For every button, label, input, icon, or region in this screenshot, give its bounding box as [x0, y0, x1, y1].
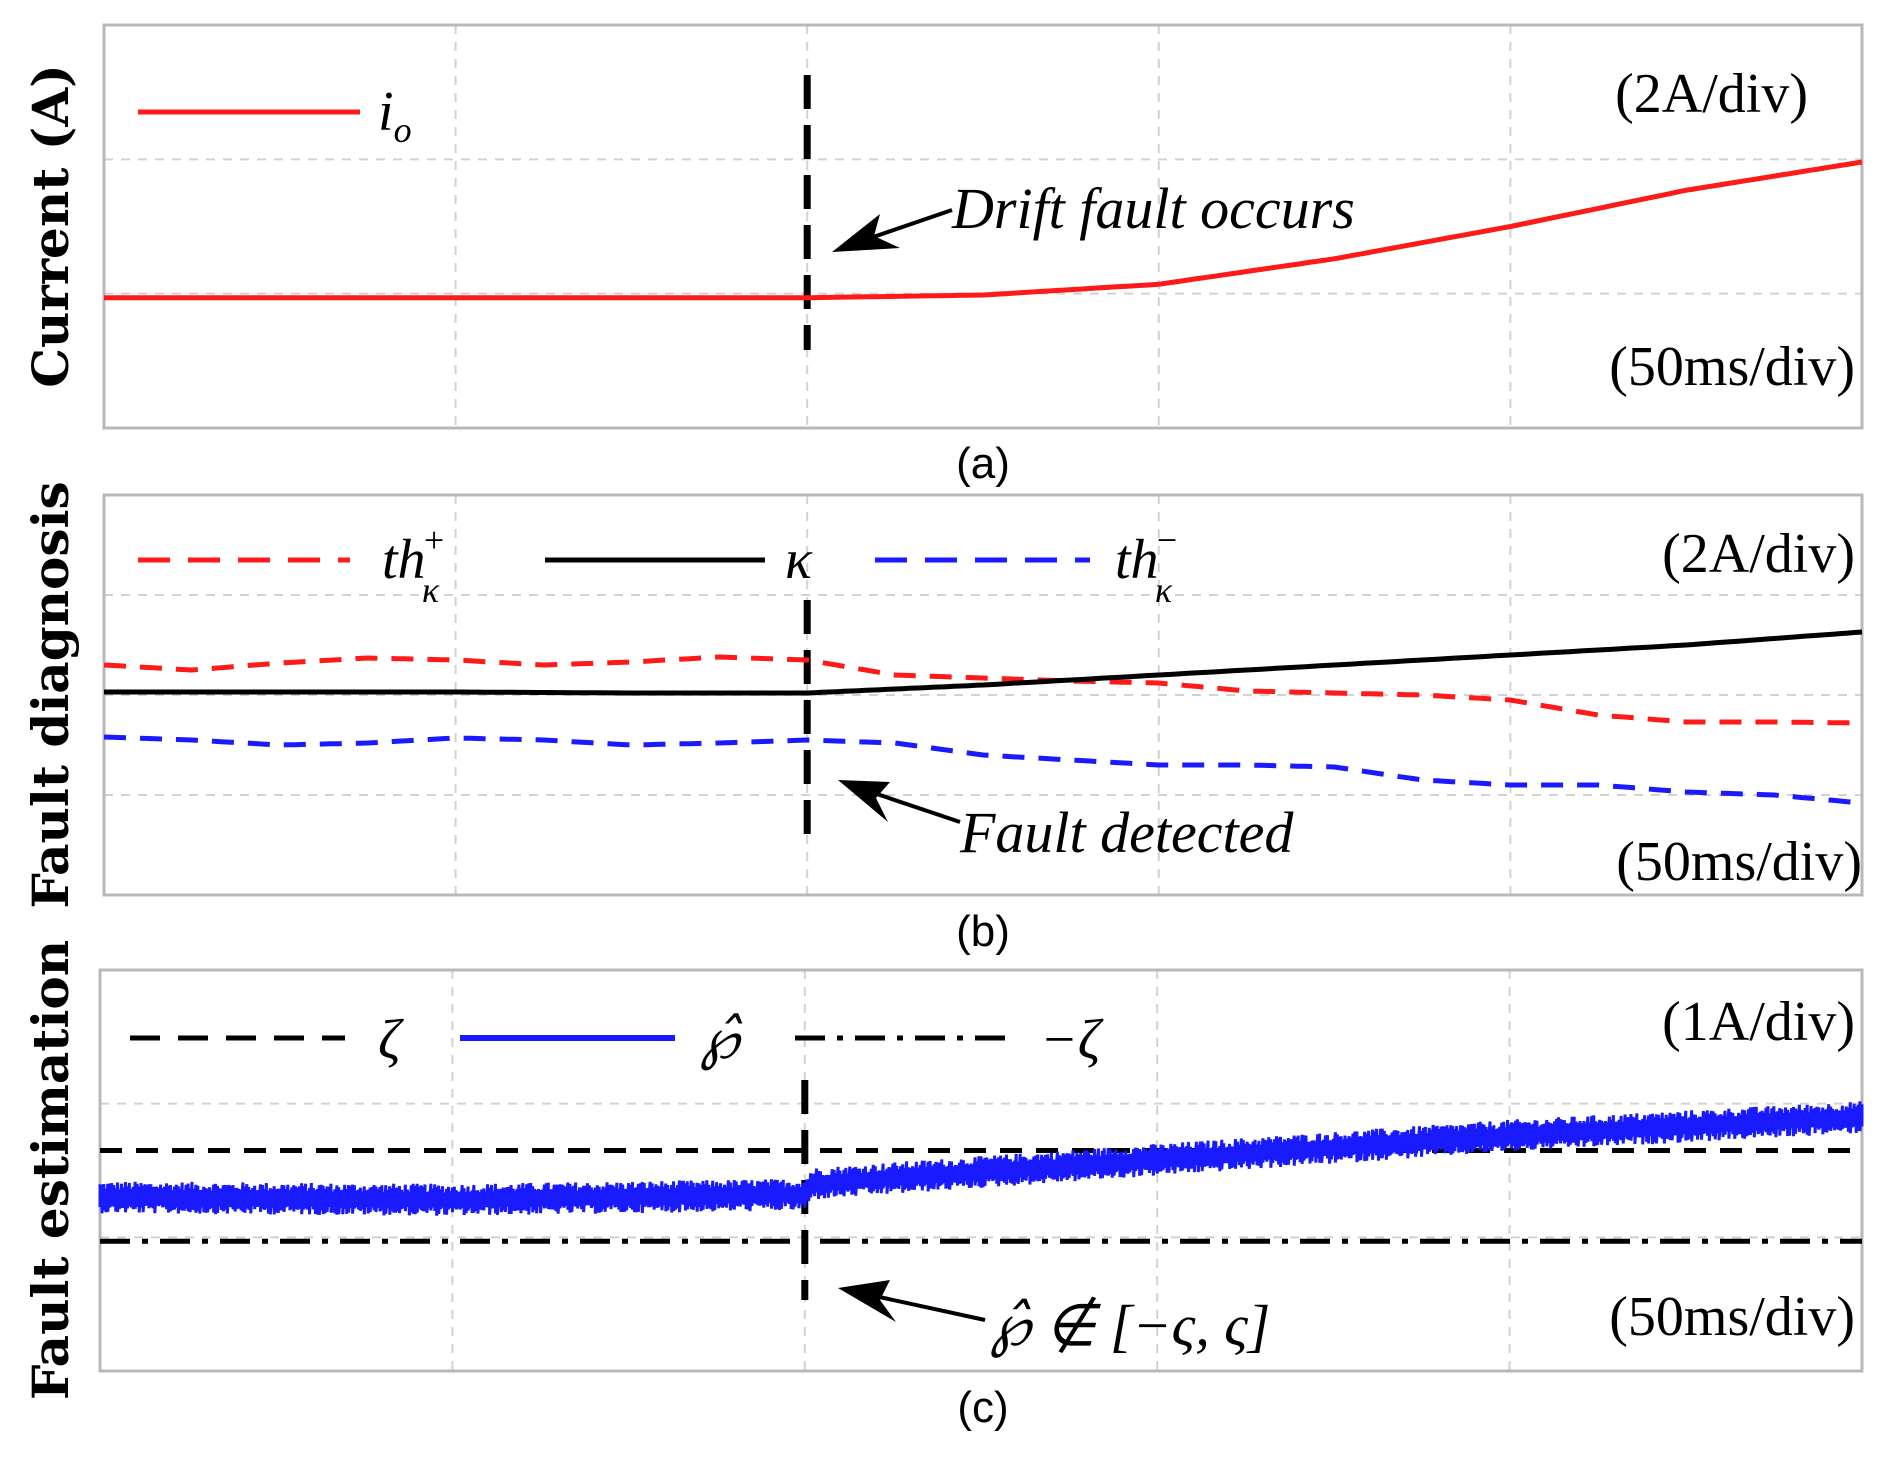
panel-b-annotation: Fault detected	[959, 800, 1294, 865]
panel-a-xscale: (50ms/div)	[1609, 336, 1855, 398]
panel-a-plot	[104, 75, 1863, 350]
panel-b-fault-diagnosis: Fault diagnosis (2A/div) (50ms/div) th+κ…	[21, 481, 1864, 909]
panel-c-xscale: (50ms/div)	[1609, 1286, 1855, 1348]
panel-a-label: (a)	[956, 439, 1010, 488]
series-i-o-line	[104, 159, 1863, 301]
panel-c-frame	[98, 968, 1864, 1373]
panel-c-annotation: ℘̂ ∉ [−ς, ς]	[990, 1293, 1270, 1358]
panel-a-current: Current (A) (2A/div) (50ms/div) io Drift…	[21, 23, 1864, 430]
panel-a-frame	[102, 23, 1864, 430]
legend-zeta-label: ζ	[378, 1009, 404, 1071]
series-series-line	[104, 629, 1863, 696]
panel-b-annotation-arrow	[838, 780, 961, 824]
panel-b-yscale: (2A/div)	[1662, 523, 1855, 585]
panel-c-annotation-arrow	[838, 1280, 986, 1322]
panel-b-xscale: (50ms/div)	[1616, 831, 1862, 893]
panel-a-annotation-arrow	[832, 208, 953, 252]
panel-a-yscale: (2A/div)	[1615, 63, 1808, 125]
legend-io-label: io	[378, 81, 412, 150]
panel-a-annotation: Drift fault occurs	[951, 176, 1355, 241]
panel-b-label: (b)	[956, 907, 1010, 956]
series-th-line	[103, 734, 1863, 806]
panel-c-ylabel: Fault estimation	[21, 940, 80, 1400]
series-th-line	[103, 654, 1863, 726]
panel-b-grid	[104, 495, 1862, 895]
legend-wp-label: ℘̂	[700, 1009, 743, 1071]
panel-c-yscale: (1A/div)	[1662, 991, 1855, 1053]
panel-b-plot	[103, 600, 1863, 845]
legend-th-minus-label: th−κ	[1115, 520, 1179, 610]
panel-b-frame	[102, 493, 1864, 897]
panel-c-grid	[100, 970, 1862, 1371]
panel-c-fault-estimation: Fault estimation (1A/div) (50ms/div) ζ ℘…	[21, 940, 1864, 1400]
legend-th-plus-label: th+κ	[382, 520, 446, 610]
legend-kappa-label: κ	[785, 529, 813, 591]
panel-b-ylabel: Fault diagnosis	[21, 481, 80, 908]
panel-c-label: (c)	[957, 1383, 1008, 1432]
legend-neg-zeta-label: −ζ	[1040, 1009, 1104, 1071]
panel-a-ylabel: Current (A)	[21, 64, 80, 388]
series-series-band	[100, 1109, 1862, 1208]
panel-a-grid	[104, 25, 1862, 428]
panel-c-plot	[98, 1080, 1864, 1300]
